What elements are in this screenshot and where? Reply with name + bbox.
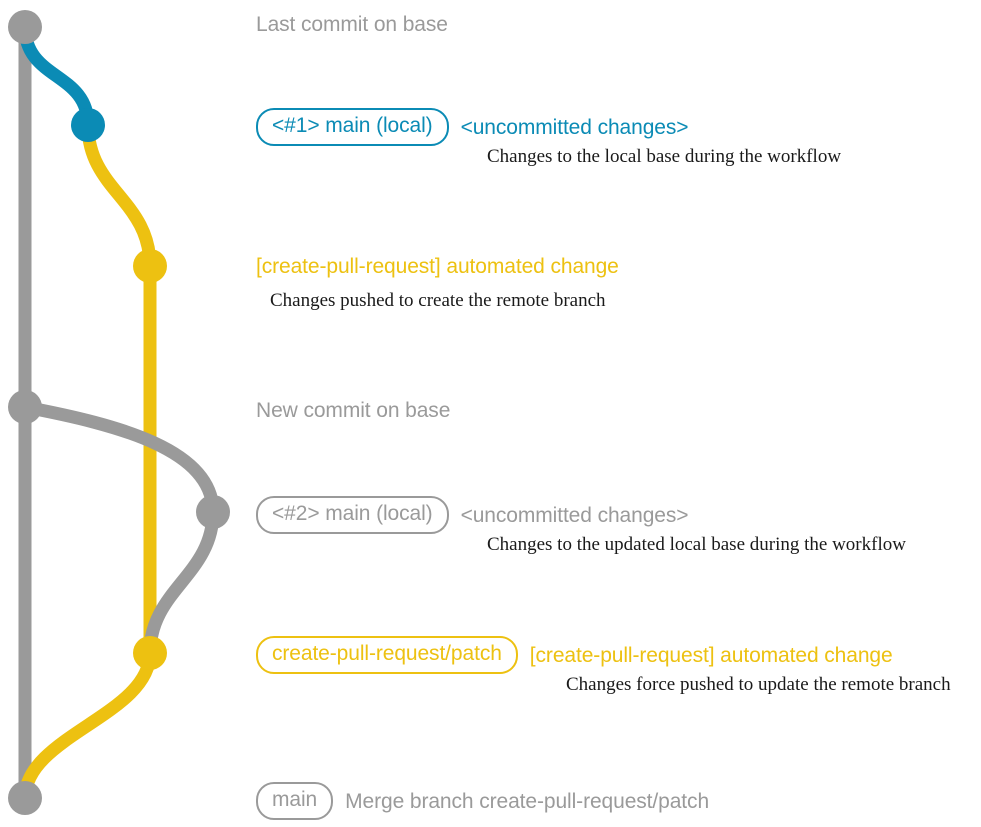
branch-badge-local-2[interactable]: <#2> main (local) [256, 496, 449, 534]
remote-branch-line-1 [81, 118, 157, 660]
commit-description: Changes to the local base during the wor… [487, 146, 842, 167]
branch-badge-local-1[interactable]: <#1> main (local) [256, 108, 449, 146]
commit-row-merge-branch: main Merge branch create-pull-request/pa… [256, 782, 709, 820]
commit-row-new-commit-on-base: New commit on base [256, 398, 450, 423]
commit-title: [create-pull-request] automated change [256, 255, 619, 278]
local-branch-line-2 [18, 400, 220, 660]
commit-description: Changes pushed to create the remote bran… [270, 290, 606, 311]
commit-title: Last commit on base [256, 13, 448, 36]
commit-row-local-uncommitted-1: <#1> main (local) <uncommitted changes> [256, 108, 689, 146]
node-base-last-commit [8, 10, 42, 44]
commit-title: Merge branch create-pull-request/patch [345, 789, 710, 813]
node-remote-commit-1 [133, 249, 167, 283]
commit-row-local-uncommitted-2: <#2> main (local) <uncommitted changes> [256, 496, 689, 534]
node-base-merge [8, 781, 42, 815]
node-base-new-commit [8, 390, 42, 424]
commit-row-last-commit-on-base: Last commit on base [256, 12, 448, 37]
commit-description: Changes to the updated local base during… [487, 534, 906, 555]
commit-title: <uncommitted changes> [460, 115, 689, 139]
commit-row-automated-change-2: create-pull-request/patch [create-pull-r… [256, 636, 893, 674]
branch-badge-remote[interactable]: create-pull-request/patch [256, 636, 518, 674]
merge-line [18, 646, 157, 805]
commit-title: [create-pull-request] automated change [529, 643, 893, 667]
commit-title: <uncommitted changes> [460, 503, 689, 527]
commit-title: New commit on base [256, 399, 451, 422]
node-local-commit-1 [71, 108, 105, 142]
node-local-commit-2 [196, 495, 230, 529]
branch-badge-main[interactable]: main [256, 782, 334, 820]
commit-row-automated-change-1: [create-pull-request] automated change [256, 254, 619, 279]
local-branch-line-1 [18, 20, 95, 132]
commit-description: Changes force pushed to update the remot… [566, 674, 951, 695]
node-remote-commit-2 [133, 636, 167, 670]
